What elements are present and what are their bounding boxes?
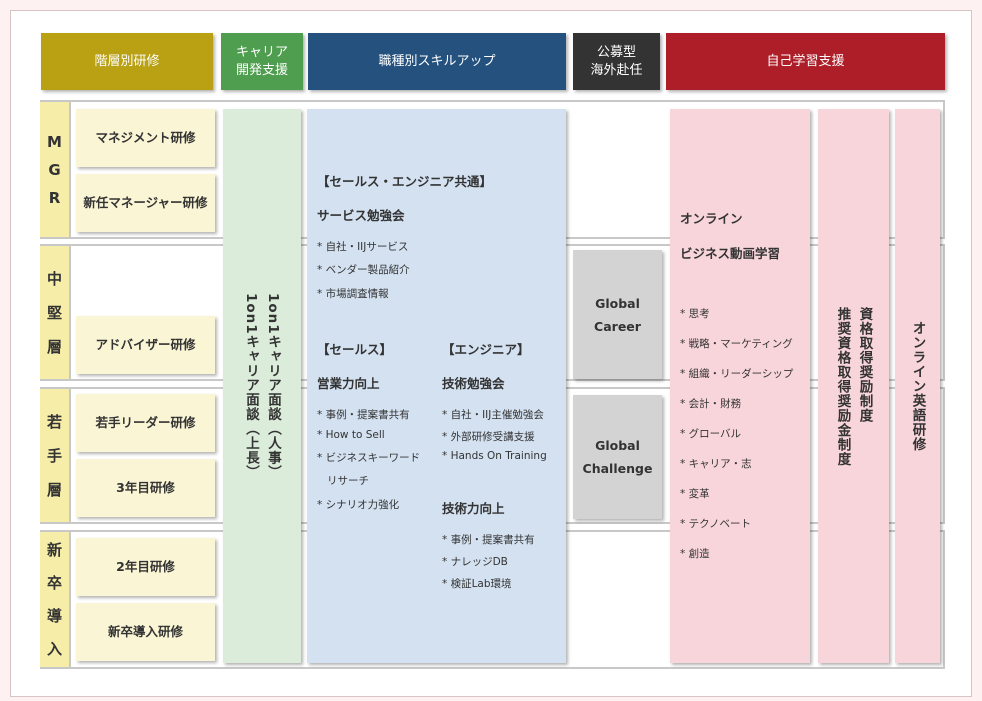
skill-item: * ビジネスキーワード (317, 452, 421, 464)
label-char: G (48, 160, 61, 179)
common-bracket: 【セールス・エンジニア共通】 (317, 174, 493, 189)
row-label-new: 新卒導入 (40, 532, 71, 667)
skill-item: * 事例・提案書共有 (317, 409, 410, 421)
self-item: * 戦略・マーケティング (680, 338, 793, 350)
career-interviews: 1on1キャリア面談（人事） 1on1キャリア面談（上長） (240, 293, 284, 480)
course-card[interactable]: 新任マネージャー研修 (76, 174, 215, 232)
label-char: 入 (46, 639, 62, 658)
online-title: オンライン (680, 211, 743, 226)
header-tiered-training: 階層別研修 (41, 33, 213, 90)
label-char: 層 (46, 337, 62, 356)
recommended-certification-bonus: 推奨資格取得奨励金制度 (834, 307, 851, 467)
common-title: サービス勉強会 (317, 208, 405, 223)
career-interview-hr: 1on1キャリア面談（人事） (265, 292, 281, 480)
sales-title: 営業力向上 (317, 376, 380, 391)
label-char: 層 (46, 480, 62, 499)
label-char: 新 (46, 540, 62, 559)
engineer-title: 技術勉強会 (442, 376, 505, 391)
sales-bracket: 【セールス】 (317, 342, 393, 357)
label-char: 手 (46, 446, 62, 465)
skill-item: * ナレッジDB (442, 556, 508, 568)
skill-item: * 外部研修受講支援 (442, 431, 535, 443)
header-overseas: 公募型 海外赴任 (573, 33, 660, 90)
row-label-mid: 中堅層 (40, 246, 71, 379)
label-char: 堅 (46, 303, 62, 322)
certification-text: 資格取得奨励制度 推奨資格取得奨励金制度 (832, 307, 876, 507)
skill-item: * 市場調査情報 (317, 288, 389, 300)
career-column: 1on1キャリア面談（人事） 1on1キャリア面談（上長） (223, 109, 301, 663)
label-char: 若 (46, 412, 62, 431)
course-card[interactable]: 新卒導入研修 (76, 603, 215, 661)
label-char: M (47, 132, 62, 151)
career-interview-manager: 1on1キャリア面談（上長） (243, 292, 259, 480)
header-self-study: 自己学習支援 (666, 33, 945, 90)
self-item: * 会計・財務 (680, 398, 742, 410)
skill-item: * How to Sell (317, 429, 385, 441)
self-item: * 創造 (680, 548, 710, 560)
self-item: * 組織・リーダーシップ (680, 368, 794, 380)
engineer-bracket: 【エンジニア】 (442, 342, 530, 357)
skill-item: * シナリオ力強化 (317, 499, 400, 511)
self-item: * 変革 (680, 488, 710, 500)
label-char: 中 (46, 269, 62, 288)
course-card[interactable]: マネジメント研修 (76, 109, 215, 167)
global-challenge-card[interactable]: Global Challenge (573, 395, 662, 519)
header-skill-up: 職種別スキルアップ (308, 33, 566, 90)
skill-item: * ベンダー製品紹介 (317, 264, 410, 276)
online-english-column: オンライン英語研修 (895, 109, 940, 663)
header-career-development: キャリア 開発支援 (221, 33, 303, 90)
course-card[interactable]: 3年目研修 (76, 459, 215, 517)
label-char: 導 (46, 606, 62, 625)
self-item: * グローバル (680, 428, 741, 440)
skill-item: * 自社・IIJ主催勉強会 (442, 409, 544, 421)
row-label-young: 若手層 (40, 389, 71, 522)
online-video-learning-column: オンライン ビジネス動画学習 * 思考 * 戦略・マーケティング * 組織・リー… (670, 109, 810, 663)
skill-column: 【セールス・エンジニア共通】 サービス勉強会 * 自社・IIJサービス * ベン… (307, 109, 566, 663)
video-learning-title: ビジネス動画学習 (680, 246, 781, 261)
global-career-card[interactable]: Global Career (573, 250, 662, 379)
label-char: R (48, 188, 61, 207)
certification-column: 資格取得奨励制度 推奨資格取得奨励金制度 (818, 109, 889, 663)
skill-item: * 事例・提案書共有 (442, 534, 535, 546)
skill-item: * 自社・IIJサービス (317, 241, 409, 253)
self-item: * キャリア・志 (680, 458, 752, 470)
self-item: * テクノベート (680, 518, 751, 530)
engineer-title: 技術力向上 (442, 501, 505, 516)
certification-incentive: 資格取得奨励制度 (856, 307, 873, 423)
course-card[interactable]: 若手リーダー研修 (76, 394, 215, 452)
label-char: 卒 (46, 573, 62, 592)
course-card[interactable]: 2年目研修 (76, 538, 215, 596)
skill-item: リサーチ (327, 475, 369, 487)
course-card[interactable]: アドバイザー研修 (76, 316, 215, 374)
skill-item: * 検証Lab環境 (442, 578, 512, 590)
self-item: * 思考 (680, 308, 710, 320)
skill-item: * Hands On Training (442, 450, 547, 462)
online-english-training: オンライン英語研修 (909, 321, 926, 452)
